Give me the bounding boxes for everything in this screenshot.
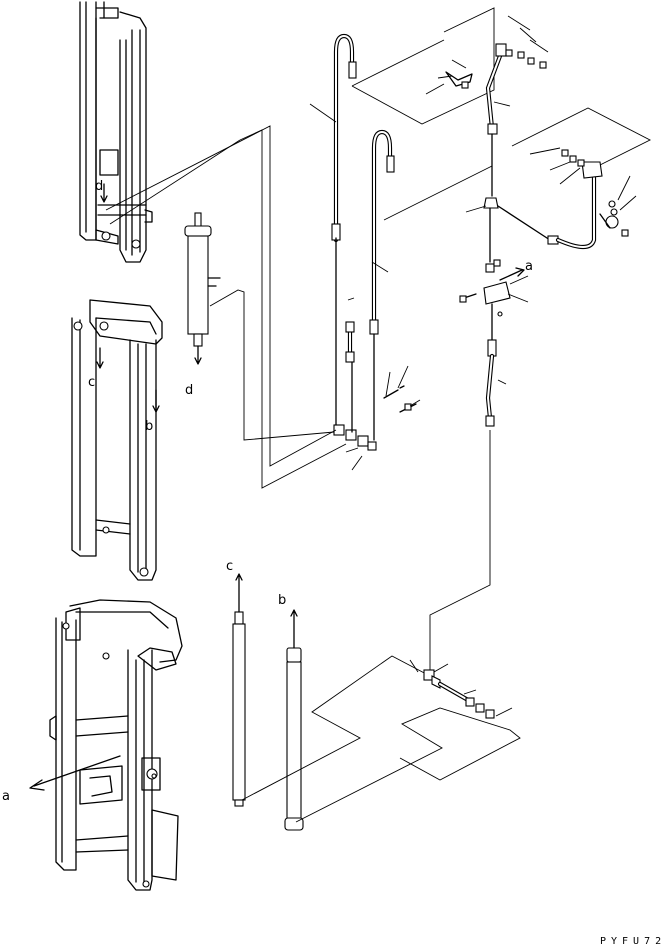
fasteners-right <box>445 51 629 317</box>
lift-hose-left <box>331 33 357 243</box>
bolts-right-center <box>383 385 417 413</box>
bottom-hose-assembly <box>409 659 513 719</box>
leader-lines-right <box>425 15 637 385</box>
label-c-mast: c <box>88 375 95 390</box>
label-b-cylinder: b <box>278 593 286 608</box>
leader-lines-center <box>309 103 421 471</box>
carriage-mast-bottom <box>49 599 183 891</box>
outer-mast-top <box>79 1 153 263</box>
lift-cylinder-d <box>184 212 221 365</box>
free-lift-cylinder-c <box>232 573 246 807</box>
arrow-b-mast <box>152 389 160 413</box>
arrow-d-mast <box>100 183 108 203</box>
label-a-right: a <box>525 259 533 274</box>
drawing-code: PYFU722 <box>600 936 664 946</box>
inner-mast-middle <box>71 299 163 581</box>
short-hose-center <box>345 321 355 363</box>
lift-hose-right <box>369 129 395 335</box>
arrow-a-left <box>29 755 121 791</box>
label-a-left: a <box>2 789 10 804</box>
label-b-mast: b <box>145 419 153 434</box>
label-d-mast: d <box>95 179 103 194</box>
tee-fittings-center <box>333 237 377 451</box>
arrow-a-right <box>499 267 525 281</box>
label-c-cylinder: c <box>226 559 233 574</box>
free-lift-cylinder-b <box>284 609 304 831</box>
label-d-cylinder: d <box>185 383 193 398</box>
arrow-c-mast <box>96 347 104 369</box>
right-hose-assembly <box>483 43 619 427</box>
connection-lines <box>105 7 651 823</box>
